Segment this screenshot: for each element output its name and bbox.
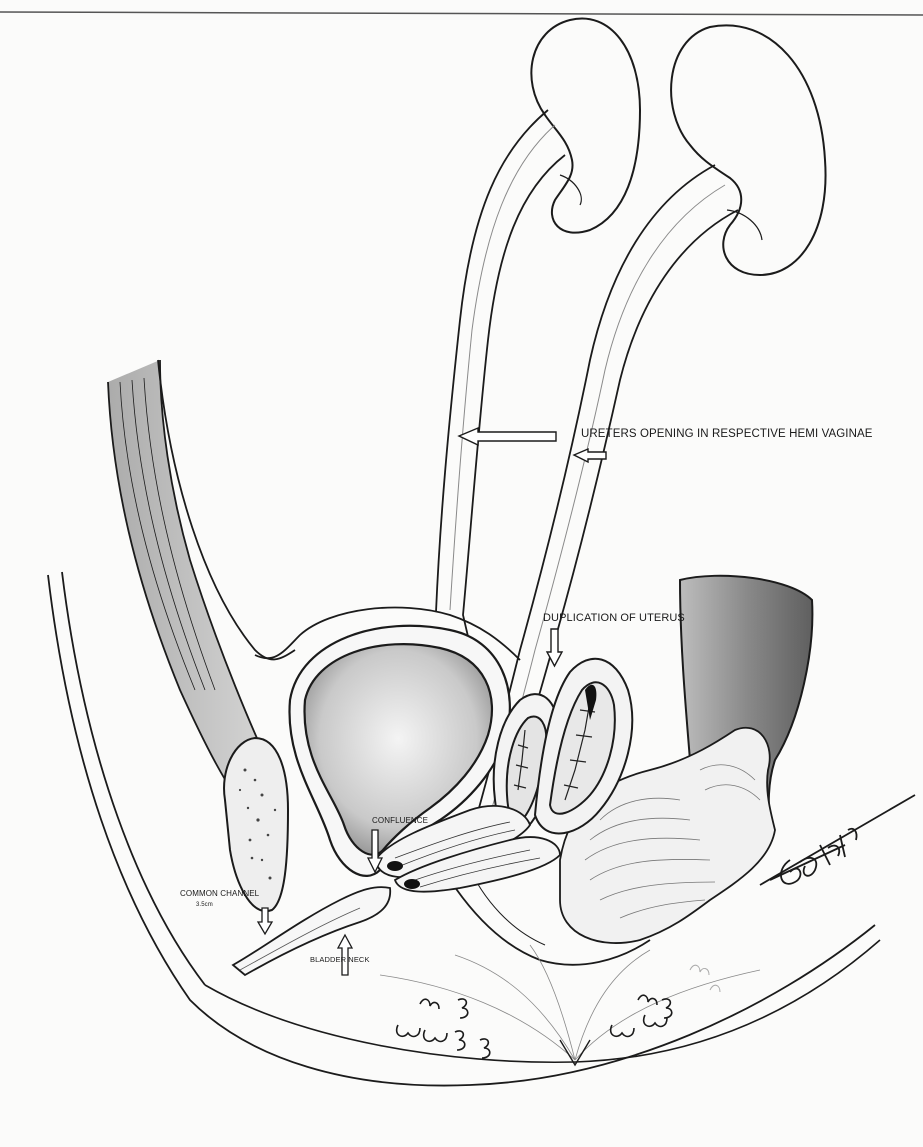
pubic-bone [224, 738, 288, 911]
ureter-arrow-left [459, 428, 556, 445]
common-channel-length-label: 3.5cm [196, 902, 213, 908]
common-channel-label: COMMON CHANNEL [180, 889, 259, 898]
top-border-line [0, 12, 923, 15]
signature-mark [760, 795, 915, 885]
bladder-neck-label: BLADDER NECK [310, 955, 370, 964]
left-kidney [531, 18, 640, 232]
perineal-contour [205, 940, 880, 1062]
confluence-label: CONFLUENCE [372, 816, 428, 825]
right-kidney [671, 25, 825, 275]
duplication-label: DUPLICATION OF UTERUS [543, 612, 685, 624]
ureters-label: URETERS OPENING IN RESPECTIVE HEMI VAGIN… [581, 428, 873, 440]
common-channel-arrow [258, 908, 272, 934]
